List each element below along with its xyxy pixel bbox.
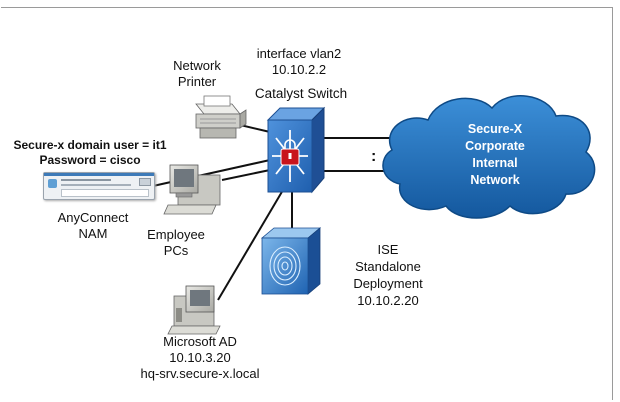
link-marker: : [371, 148, 376, 165]
cloud-label: Secure-X Corporate Internal Network [465, 122, 525, 187]
link-ad [217, 189, 284, 301]
anyconnect-nam-window-icon [43, 172, 155, 200]
employee-pc-icon [163, 164, 221, 215]
printer-label: Network Printer [173, 58, 221, 89]
cloud-icon [382, 95, 596, 219]
network-printer-icon [195, 95, 247, 139]
switch-name-label: Catalyst Switch [254, 86, 348, 101]
switch-interface-label: interface vlan2 10.10.2.2 [256, 46, 342, 77]
catalyst-switch-icon [266, 106, 326, 194]
ad-server-icon [167, 285, 221, 335]
link-pcs [221, 169, 271, 181]
diagram-frame [1, 7, 613, 400]
ad-label: Microsoft AD 10.10.3.20 hq-srv.secure-x.… [140, 334, 260, 381]
employee-pcs-label: Employee PCs [147, 227, 205, 258]
ise-label: ISE Standalone Deployment 10.10.2.20 [353, 242, 423, 308]
ise-appliance-icon [260, 227, 322, 295]
anyconnect-label: AnyConnect NAM [57, 210, 129, 241]
credentials-label: Secure-x domain user = it1 Password = ci… [13, 138, 167, 167]
